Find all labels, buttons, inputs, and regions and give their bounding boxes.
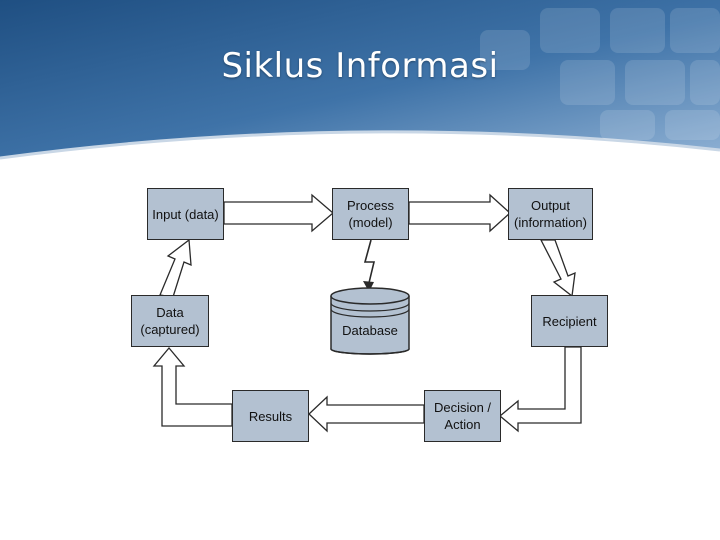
- arrow-input-to-process: [223, 193, 334, 233]
- node-results: Results: [232, 390, 309, 442]
- node-recipient: Recipient: [531, 295, 608, 347]
- arrow-data-to-input: [159, 238, 192, 298]
- arrow-recipient-to-decision: [498, 346, 582, 433]
- database-cylinder: [330, 287, 410, 355]
- node-decision: Decision / Action: [424, 390, 501, 442]
- arrow-process-to-database: [363, 239, 376, 288]
- header-background: [0, 0, 720, 160]
- node-data-captured: Data (captured): [131, 295, 209, 347]
- arrow-process-to-output: [408, 193, 511, 233]
- arrow-decision-to-results: [308, 395, 425, 433]
- node-process: Process (model): [332, 188, 409, 240]
- node-input: Input (data): [147, 188, 224, 240]
- arrow-output-to-recipient: [539, 239, 576, 298]
- node-output: Output (information): [508, 188, 593, 240]
- node-database-label: Database: [342, 323, 398, 338]
- slide-title: Siklus Informasi: [221, 46, 499, 86]
- arrow-results-to-data: [152, 346, 233, 427]
- slide-header: Siklus Informasi: [0, 0, 720, 160]
